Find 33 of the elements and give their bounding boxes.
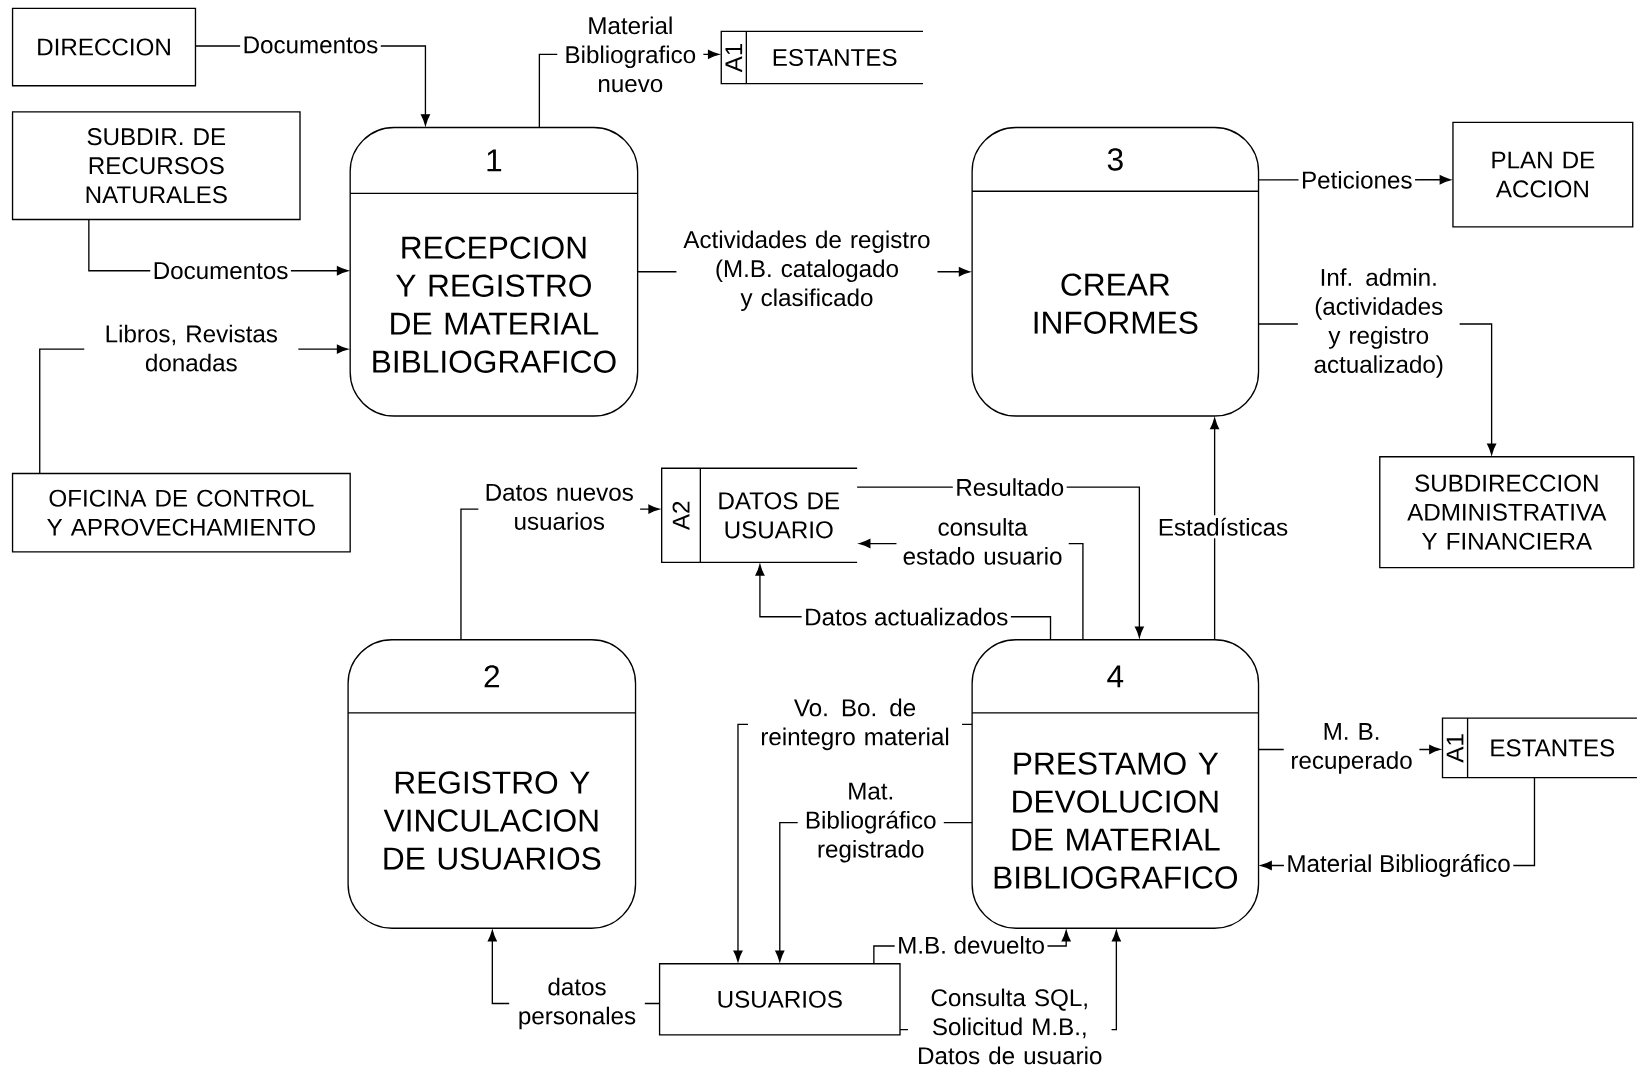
- external-entity-box: USUARIOS: [658, 962, 901, 1036]
- external-entity-box: OFICINA DE CONTROL Y APROVECHAMIENTO: [11, 472, 351, 553]
- process-box: 3 CREAR INFORMES: [971, 126, 1260, 417]
- edge-label: Actividades de registro (M.B. catalogado y clasificado: [676, 227, 938, 314]
- edge-label: Material Bibliografico nuevo: [557, 13, 704, 95]
- edge-label: Documentos: [150, 259, 291, 282]
- process-box: 1 RECEPCION Y REGISTRO DE MATERIAL BIBLIOGRAFICO: [349, 126, 639, 417]
- edge-label: consulta estado usuario: [896, 515, 1069, 568]
- edge-label: Documentos: [240, 33, 381, 56]
- process-box: 2 REGISTRO Y VINCULACION DE USUARIOS: [347, 638, 637, 929]
- edge-label: Libros, Revistas donadas: [84, 322, 299, 374]
- external-entity-box: DIRECCION: [11, 7, 197, 87]
- edge-label: Estadísticas: [1155, 515, 1291, 539]
- external-entity-box: SUBDIR. DE RECURSOS NATURALES: [11, 111, 301, 221]
- edge-label: datos personales: [509, 975, 645, 1032]
- edge-label: Consulta SQL, Solicitud M.B., Datos de usuario: [907, 985, 1112, 1067]
- process-box: 4 PRESTAMO Y DEVOLUCION DE MATERIAL BIBLIOGRAFICO: [971, 638, 1260, 929]
- external-entity-box: SUBDIRECCION ADMINISTRATIVA Y FINANCIERA: [1379, 456, 1635, 569]
- edge-label: M.B. devuelto: [894, 933, 1048, 957]
- arrow: [1210, 418, 1220, 641]
- edge-label: Inf. admin. (actividades y registro actualizado): [1297, 265, 1460, 381]
- edge-label: Material Bibliográfico: [1283, 851, 1514, 880]
- edge-label: Vo. Bo. de reintegro material: [748, 696, 963, 753]
- edge-label: M. B. recuperado: [1283, 720, 1420, 777]
- external-entity-box: PLAN DE ACCION: [1452, 121, 1634, 228]
- edge-label: Datos actualizados: [801, 605, 1011, 628]
- edge-label: Peticiones: [1298, 168, 1416, 192]
- edge-label: Mat. Bibliográfico registrado: [797, 780, 944, 865]
- edge-label: Datos nuevos usuarios: [478, 481, 641, 533]
- edge-label: Resultado: [952, 475, 1067, 499]
- data-store: A1 ESTANTES: [720, 30, 924, 85]
- data-store: A1 ESTANTES: [1441, 717, 1638, 779]
- data-store: A2 DATOS DE USUARIO: [661, 467, 858, 563]
